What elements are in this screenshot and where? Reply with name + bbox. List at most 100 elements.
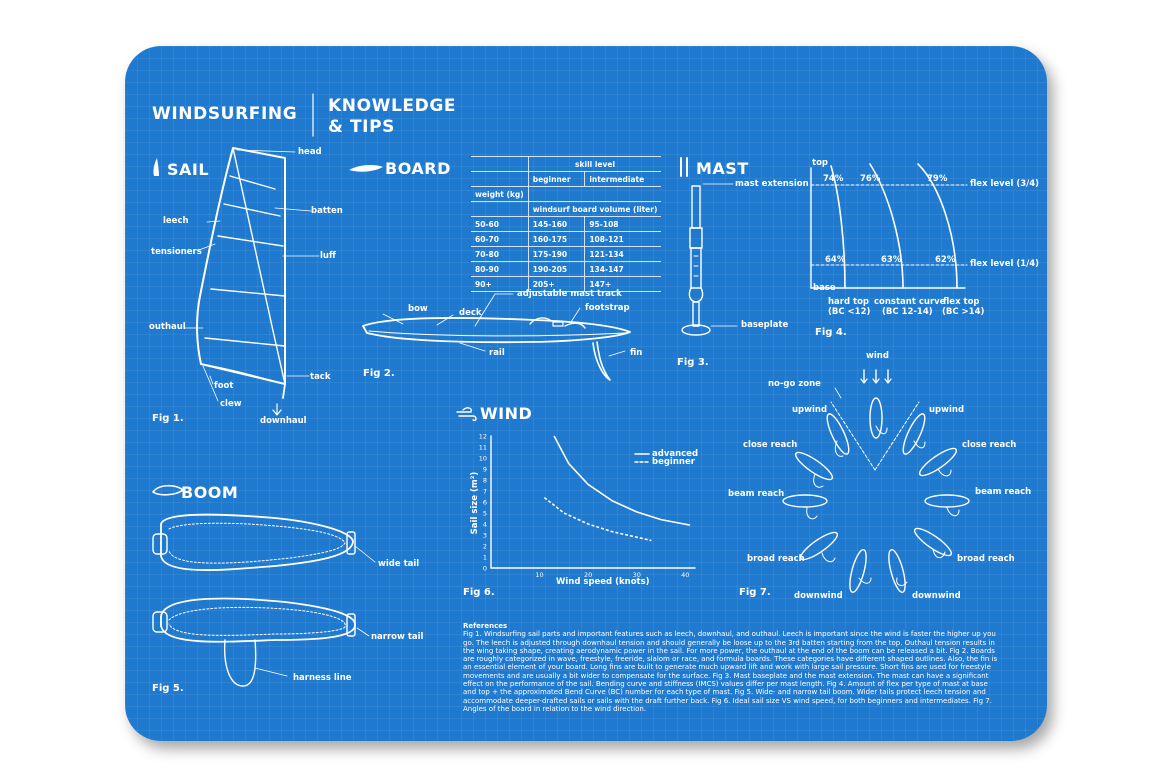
label-rail: rail (489, 348, 505, 358)
flex-level-base: flex level (1/4) (970, 259, 1040, 269)
label-outhaul: outhaul (149, 322, 186, 332)
fig-3: Fig 3. (677, 357, 709, 368)
x-tick-label: 20 (584, 571, 592, 579)
fig-4: Fig 4. (815, 327, 847, 338)
label-downwind-right: downwind (912, 591, 961, 601)
label-wide-tail: wide tail (378, 559, 420, 569)
fig-1: Fig 1. (152, 413, 184, 424)
flex-top-pct-2: 76% (860, 174, 881, 184)
table-volume: windsurf board volume (liter) (527, 201, 662, 217)
label-bow: bow (408, 304, 428, 314)
flex-level-top: flex level (3/4) (970, 179, 1040, 189)
label-footstrap: footstrap (585, 303, 630, 313)
label-harness-line: harness line (293, 673, 352, 683)
y-tick-label: 6 (483, 499, 487, 507)
table-beginner: beginner (527, 171, 585, 187)
y-tick-label: 4 (483, 521, 487, 529)
y-tick-label: 2 (483, 543, 487, 551)
table-skill-level: skill level (527, 156, 662, 172)
label-mast-extension: mast extension (735, 179, 809, 189)
title-windsurfing: WINDSURFING (152, 104, 298, 124)
fig-2: Fig 2. (363, 368, 395, 379)
wind-ylabel: Sail size (m²) (470, 471, 480, 535)
fig-6: Fig 6. (463, 587, 495, 598)
board-title: BOARD (385, 159, 451, 178)
board-drawing (362, 293, 631, 381)
y-tick-label: 9 (483, 466, 487, 474)
y-tick-label: 11 (479, 444, 487, 452)
y-tick-label: 12 (479, 433, 487, 441)
mast-title: MAST (696, 159, 749, 178)
wind-title: WIND (480, 404, 533, 423)
y-tick-label: 8 (483, 477, 487, 485)
label-foot: foot (214, 381, 234, 391)
label-beam-reach-left: beam reach (728, 489, 785, 499)
mast-drawing (681, 183, 738, 336)
fig-5: Fig 5. (152, 683, 184, 694)
flex-name-3b: (BC >14) (942, 307, 985, 317)
label-clew: clew (220, 399, 242, 409)
flex-base-pct-2: 63% (881, 255, 902, 265)
sail-title: SAIL (167, 160, 210, 179)
wind-chart-lines (543, 435, 691, 542)
boom-drawing (152, 513, 376, 687)
flex-base-label: base (813, 283, 836, 293)
flex-top-pct-3: 79% (927, 174, 948, 184)
points-of-sail-drawing (782, 369, 970, 594)
x-tick-label: 40 (681, 571, 689, 579)
flex-name-1a: hard top (828, 297, 870, 307)
label-narrow-tail: narrow tail (371, 632, 424, 642)
y-tick-label: 7 (483, 488, 487, 496)
y-tick-label: 10 (479, 455, 487, 463)
label-broad-reach-left: broad reach (747, 554, 805, 564)
y-tick-label: 0 (483, 565, 487, 573)
legend-advanced: advanced (652, 449, 699, 459)
label-mast-track: adjustable mast track (517, 289, 622, 299)
x-tick-label: 30 (633, 571, 641, 579)
flex-base-pct-3: 62% (935, 255, 956, 265)
series-line-2 (543, 496, 652, 542)
label-close-reach-right: close reach (962, 440, 1017, 450)
label-wind: wind (866, 351, 889, 361)
y-tick-label: 1 (483, 554, 487, 562)
flex-base-pct-1: 64% (825, 255, 846, 265)
title-tips: & TIPS (328, 117, 395, 137)
label-broad-reach-right: broad reach (957, 554, 1015, 564)
label-no-go-zone: no-go zone (768, 379, 821, 389)
label-downwind-left: downwind (794, 591, 843, 601)
table-intermediate: intermediate (584, 171, 662, 187)
table-row: 90+205+147+ (471, 276, 662, 292)
label-deck: deck (459, 308, 482, 318)
boom-title: BOOM (181, 483, 239, 502)
references-block: References Fig 1. Windsurfing sail parts… (463, 622, 1003, 713)
label-luff: luff (320, 251, 336, 261)
flex-name-2a: constant curve (874, 297, 946, 307)
label-leech: leech (163, 216, 189, 226)
y-tick-label: 5 (483, 510, 487, 518)
wind-chart-axes (490, 435, 696, 569)
label-upwind-left: upwind (792, 405, 828, 415)
label-tensioners: tensioners (151, 247, 202, 257)
flex-top-pct-1: 74% (823, 174, 844, 184)
x-tick-label: 10 (535, 571, 543, 579)
label-downhaul: downhaul (260, 416, 307, 426)
label-head: head (298, 147, 322, 157)
label-batten: batten (311, 206, 343, 216)
title-knowledge: KNOWLEDGE (328, 96, 457, 116)
label-tack: tack (310, 372, 331, 382)
wind-xlabel: Wind speed (knots) (556, 577, 650, 587)
label-upwind-right: upwind (929, 405, 965, 415)
sail-drawing (184, 147, 320, 416)
label-beam-reach-right: beam reach (975, 487, 1032, 497)
y-tick-label: 3 (483, 532, 487, 540)
series-line-1 (553, 435, 691, 526)
flex-name-3a: flex top (943, 297, 980, 307)
